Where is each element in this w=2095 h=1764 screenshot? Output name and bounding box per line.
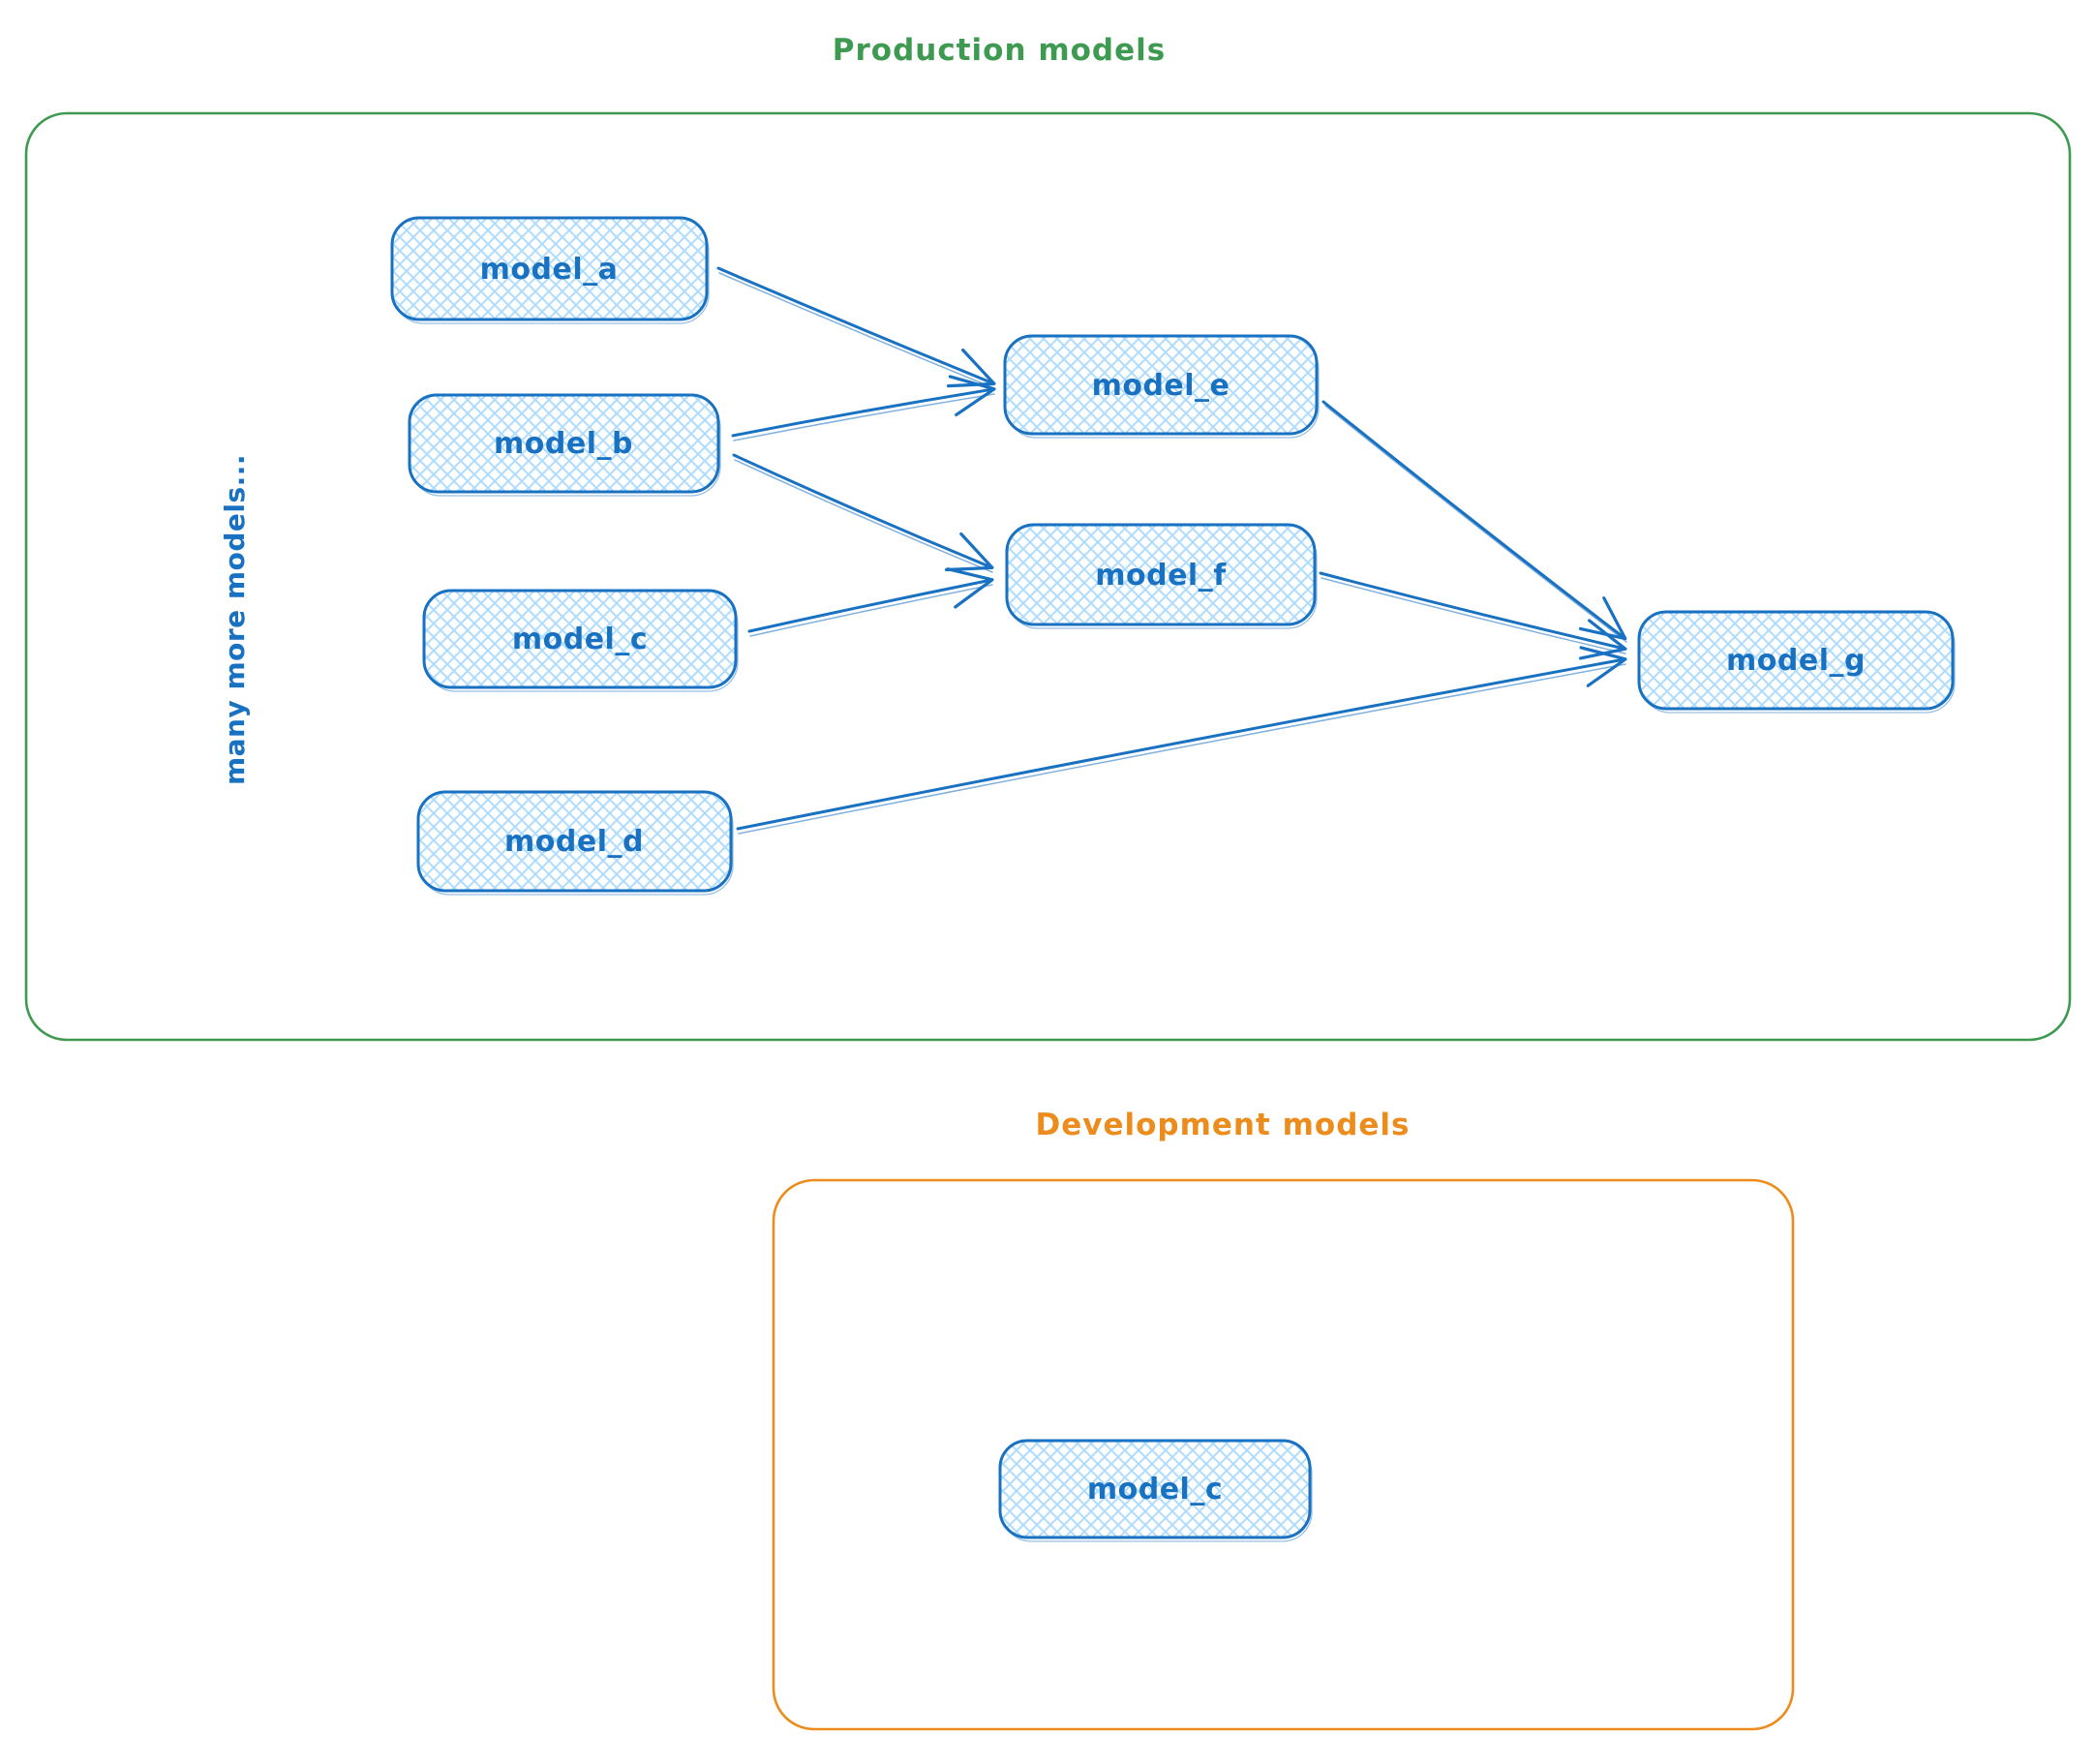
node-model-c[interactable]: model_c bbox=[422, 589, 739, 692]
node-dev-model-c-label: model_c bbox=[1087, 1473, 1223, 1506]
edge-model-f-model-g-echo bbox=[1321, 577, 1626, 654]
node-model-g-label: model_g bbox=[1726, 644, 1866, 678]
node-model-b[interactable]: model_b bbox=[408, 393, 721, 497]
development-container[interactable] bbox=[772, 1178, 1795, 1731]
edge-model-d-model-g[interactable] bbox=[736, 646, 1627, 831]
node-model-a[interactable]: model_a bbox=[390, 216, 710, 324]
edge-model-c-model-f-echo bbox=[749, 584, 993, 637]
edges bbox=[716, 266, 1627, 835]
edge-model-a-model-e[interactable] bbox=[716, 266, 996, 388]
edge-model-d-model-g-echo bbox=[738, 663, 1626, 835]
edge-model-b-model-f-echo bbox=[734, 459, 993, 573]
edge-model-b-model-e[interactable] bbox=[731, 375, 996, 438]
node-model-f[interactable]: model_f bbox=[1005, 523, 1318, 629]
node-model-c-label: model_c bbox=[512, 623, 648, 656]
edge-model-f-model-g[interactable] bbox=[1319, 571, 1627, 660]
production-container[interactable] bbox=[24, 111, 2072, 1042]
node-dev-model-c[interactable]: model_c bbox=[998, 1439, 1313, 1542]
edge-model-e-model-g[interactable] bbox=[1321, 400, 1627, 641]
production-side-note: many more models... bbox=[219, 454, 251, 785]
edge-model-b-model-e-echo bbox=[733, 393, 995, 441]
node-model-e[interactable]: model_e bbox=[1003, 334, 1320, 439]
node-model-a-label: model_a bbox=[480, 253, 619, 287]
edge-model-a-model-e-echo bbox=[718, 272, 995, 389]
node-model-f-label: model_f bbox=[1095, 559, 1227, 593]
edge-model-c-model-f[interactable] bbox=[747, 567, 994, 633]
node-model-g[interactable]: model_g bbox=[1637, 610, 1956, 714]
edge-model-b-model-f[interactable] bbox=[732, 453, 994, 572]
node-model-d[interactable]: model_d bbox=[416, 790, 734, 896]
development-title: Development models bbox=[1035, 1108, 1410, 1142]
node-model-d-label: model_d bbox=[504, 825, 644, 859]
node-model-e-label: model_e bbox=[1092, 369, 1230, 403]
node-model-b-label: model_b bbox=[494, 427, 633, 461]
production-title: Production models bbox=[833, 33, 1166, 68]
